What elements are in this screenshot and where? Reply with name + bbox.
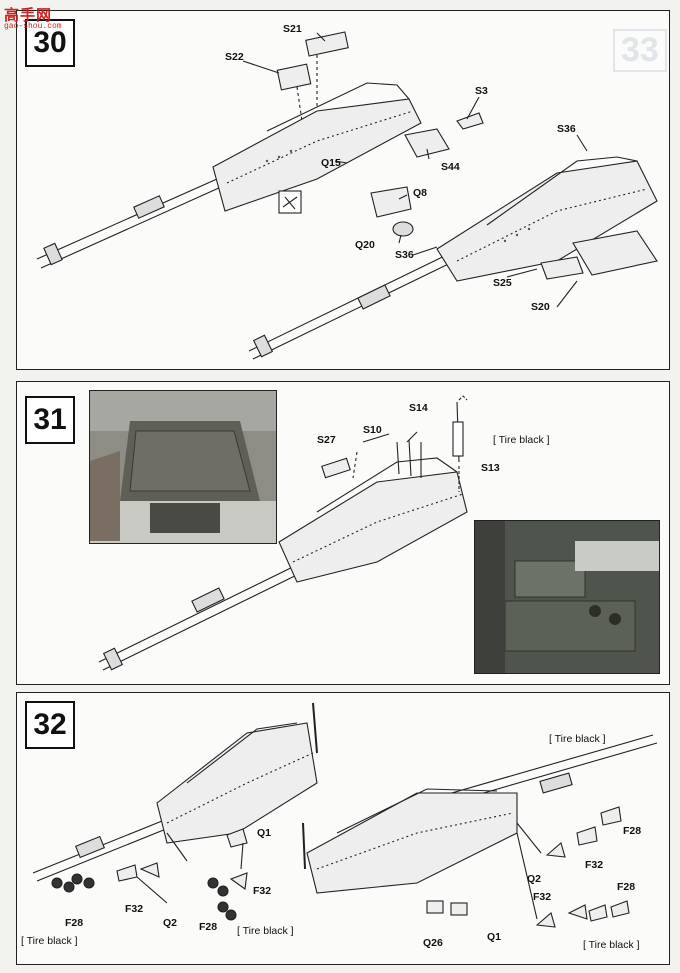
site-logo: 高手网 gao-shou.com [4,4,74,31]
logo-site: gao-shou.com [4,22,62,31]
part-label-s14: S14 [409,402,428,414]
part-label-f32-right-upper: F32 [585,859,604,871]
part-label-q1-right: Q1 [487,931,502,943]
part-label-s21: S21 [283,23,302,35]
step-30-panel: 33 30 [16,10,670,370]
part-label-q1-left: Q1 [257,827,272,839]
part-label-s20: S20 [531,301,550,313]
step-31-drawing [98,395,468,671]
step-32-number: 32 [25,701,75,749]
part-label-f32-left: F32 [125,903,144,915]
paint-note-tire-black-right-upper: [ Tire black ] [549,733,606,745]
step-31-panel: 31 [16,381,670,685]
part-label-f28-right-lower: F28 [617,881,636,893]
paint-note-tire-black-right-lower: [ Tire black ] [583,939,640,951]
part-label-f28-left: F28 [65,917,84,929]
part-label-q2-left: Q2 [163,917,178,929]
step-32-drawing [32,702,658,928]
part-label-s13: S13 [481,462,500,474]
part-label-q15: Q15 [321,157,341,169]
part-label-s3: S3 [475,85,488,97]
part-label-s25: S25 [493,277,512,289]
part-label-q2-right: Q2 [527,873,542,885]
ghost-step-number: 33 [613,29,667,72]
part-label-s22: S22 [225,51,244,63]
part-label-f28-right-upper: F28 [623,825,642,837]
part-label-f32-mid: F32 [253,885,272,897]
step-30-number: 30 [25,19,75,67]
part-label-s27: S27 [317,434,336,446]
part-label-s36-upper: S36 [557,123,576,135]
paint-note-tire-black-left: [ Tire black ] [21,935,78,947]
paint-note-tire-black: [ Tire black ] [493,434,550,446]
part-label-f28-mid: F28 [199,921,218,933]
part-label-s10: S10 [363,424,382,436]
reference-photo-rear [89,390,277,544]
part-label-q8: Q8 [413,187,428,199]
paint-note-tire-black-mid: [ Tire black ] [237,925,294,937]
step-32-panel: 32 [16,692,670,965]
part-label-s44: S44 [441,161,460,173]
part-label-s36-lower: S36 [395,249,414,261]
part-label-q26: Q26 [423,937,443,949]
step-31-number: 31 [25,396,75,444]
part-label-f32-right-lower: F32 [533,891,552,903]
logo-brand: 高手网 [4,7,53,24]
part-label-q20: Q20 [355,239,375,251]
step-30-drawing [36,31,658,360]
reference-photo-top [474,520,660,674]
